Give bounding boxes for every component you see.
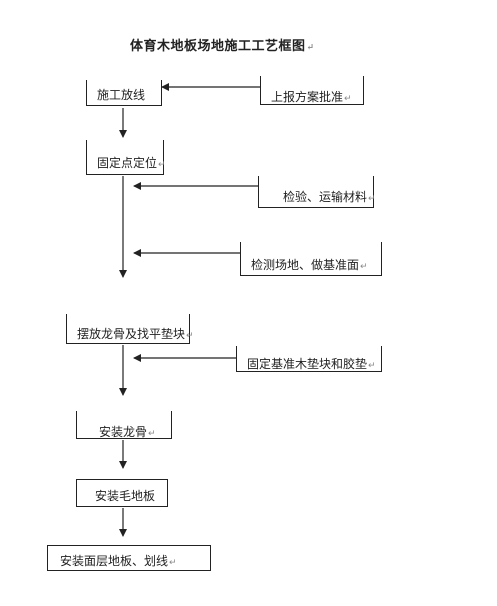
node-anzhuang-mianceng: 安装面层地板、划线↵ xyxy=(47,545,211,571)
node-guding-jizhun: 固定基准木垫块和胶垫↵ xyxy=(236,346,382,372)
node-jianyan-cailiao: 检验、运输材料↵ xyxy=(258,176,376,208)
node-shangbao-fangan: 上报方案批准↵ xyxy=(260,76,364,105)
node-shigong-fangxian: 施工放线 xyxy=(86,80,162,106)
node-guding-dian: 固定点定位↵ xyxy=(86,140,166,175)
node-anzhuang-maodiban: 安装毛地板 xyxy=(76,479,168,507)
node-baifang-longgu: 摆放龙骨及找平垫块↵ xyxy=(66,314,194,344)
node-jiance-changdi: 检测场地、做基准面↵ xyxy=(240,242,382,276)
node-anzhuang-longgu: 安装龙骨↵ xyxy=(76,411,172,439)
diagram-title: 体育木地板场地施工工艺框图↵ xyxy=(130,39,315,54)
